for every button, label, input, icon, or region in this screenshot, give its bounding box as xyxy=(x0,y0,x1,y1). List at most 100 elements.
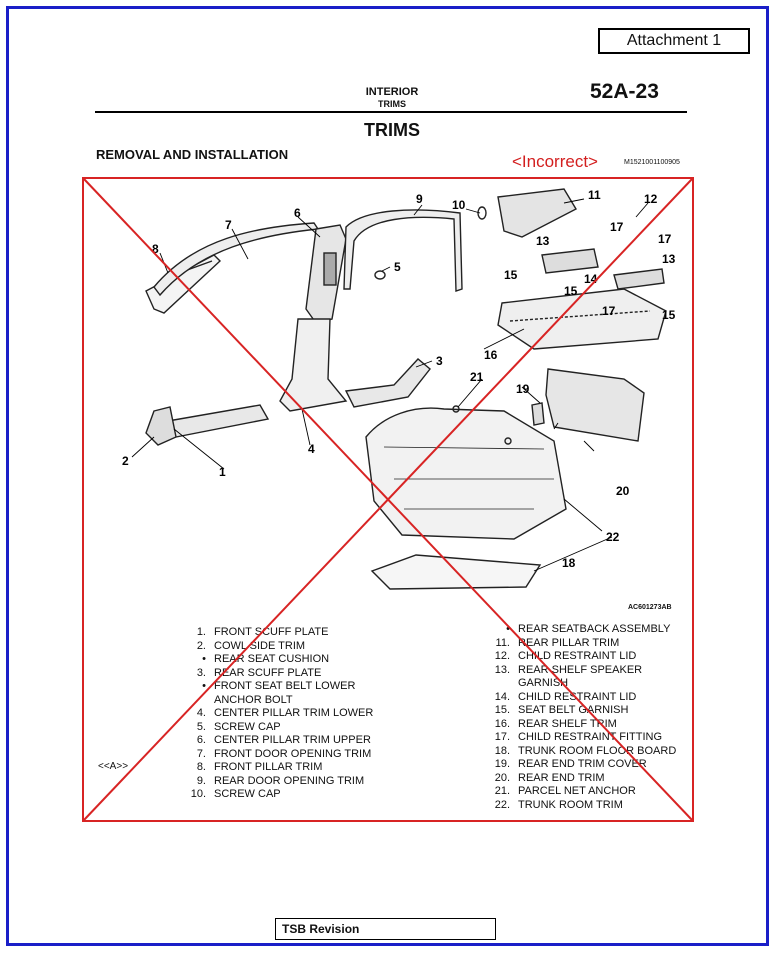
legend-number: 19. xyxy=(494,758,510,770)
legend-text: REAR SHELF TRIM xyxy=(518,717,617,730)
legend-number: 11. xyxy=(495,636,510,649)
legend-item: GARNISH xyxy=(486,677,706,691)
legend-number: 14. xyxy=(494,690,510,703)
legend-item: 8. FRONT PILLAR TRIM xyxy=(182,761,422,775)
legend-number: 10. xyxy=(190,788,206,800)
callout-3: 3 xyxy=(436,354,443,368)
callout-6: 6 xyxy=(294,206,301,220)
legend-number: 2. xyxy=(196,639,206,652)
legend-item: 7. FRONT DOOR OPENING TRIM xyxy=(182,748,422,762)
page-title: TRIMS xyxy=(364,120,420,140)
legend-text: REAR END TRIM COVER xyxy=(518,758,647,770)
legend-number: 1. xyxy=(196,626,206,638)
legend-text: TRUNK ROOM FLOOR BOARD xyxy=(518,744,677,757)
callout-2: 2 xyxy=(122,454,129,468)
callout-15c: 15 xyxy=(662,308,676,322)
legend-number: 9. xyxy=(196,774,206,787)
callout-20: 20 xyxy=(616,484,630,498)
legend-text: PARCEL NET ANCHOR xyxy=(518,785,636,797)
procedure-subtitle: REMOVAL AND INSTALLATION xyxy=(96,147,289,162)
legend-number: 16. xyxy=(494,717,510,730)
legend-item: 5. SCREW CAP xyxy=(182,721,422,735)
legend-item: 18.TRUNK ROOM FLOOR BOARD xyxy=(486,745,706,759)
legend-number: 8. xyxy=(196,761,206,773)
legend-number: 7. xyxy=(196,747,206,760)
callout-18: 18 xyxy=(562,556,576,570)
legend-item: 15.SEAT BELT GARNISH xyxy=(486,704,706,718)
legend-number xyxy=(486,677,518,691)
callout-17b: 17 xyxy=(658,232,672,246)
callout-16: 16 xyxy=(484,348,498,362)
legend-number: 15. xyxy=(494,704,510,716)
legend-number: 13. xyxy=(494,663,510,676)
section-line-1: INTERIOR xyxy=(365,86,419,98)
legend-number: • xyxy=(506,623,510,635)
legend-number: 4. xyxy=(196,707,206,719)
legend-item: 9. REAR DOOR OPENING TRIM xyxy=(182,775,422,789)
legend-number: 6. xyxy=(196,734,206,746)
legend-text: TRUNK ROOM TRIM xyxy=(518,798,623,811)
legend-item: 13.REAR SHELF SPEAKER xyxy=(486,664,706,678)
parts-drawing xyxy=(145,188,667,590)
legend-item: 10.SCREW CAP xyxy=(182,788,422,802)
legend-text: FRONT DOOR OPENING TRIM xyxy=(214,747,372,760)
trim-exploded-diagram: 1 2 3 4 5 6 7 8 9 10 11 12 13 13 14 15 1… xyxy=(122,188,676,590)
legend-text: CHILD RESTRAINT LID xyxy=(518,690,637,703)
reference-marker: <<A>> xyxy=(98,761,129,772)
legend-number: 3. xyxy=(196,666,206,679)
legend-number: 21. xyxy=(494,785,510,797)
legend-text: CHILD RESTRAINT FITTING xyxy=(518,731,663,743)
callout-9: 9 xyxy=(416,192,423,206)
section-line-2: TRIMS xyxy=(378,99,406,109)
legend-number: 22. xyxy=(494,798,510,811)
diagram-box xyxy=(82,177,694,822)
document-code: M1521001100905 xyxy=(624,159,680,166)
legend-number: • xyxy=(202,680,206,692)
legend-number xyxy=(182,694,214,708)
section-heading: INTERIOR TRIMS xyxy=(350,86,434,110)
figure-code: AC601273AB xyxy=(628,604,672,611)
legend-text: CHILD RESTRAINT LID xyxy=(518,650,637,662)
legend-text: SCREW CAP xyxy=(214,720,281,733)
legend-item: 12. CHILD RESTRAINT LID xyxy=(486,650,706,664)
legend-item: 11.REAR PILLAR TRIM xyxy=(486,637,706,651)
callout-12: 12 xyxy=(644,192,658,206)
legend-item: • REAR SEATBACK ASSEMBLY xyxy=(486,623,706,637)
callout-17c: 17 xyxy=(602,304,616,318)
legend-number: 12. xyxy=(494,650,510,662)
legend-text: REAR DOOR OPENING TRIM xyxy=(214,774,365,787)
callout-4: 4 xyxy=(308,442,315,456)
legend-text: FRONT SCUFF PLATE xyxy=(214,626,329,638)
legend-number: 5. xyxy=(196,720,206,733)
legend-text: REAR SEAT CUSHION xyxy=(214,653,330,665)
legend-item: 16. REAR SHELF TRIM xyxy=(486,718,706,732)
legend-item: 21. PARCEL NET ANCHOR xyxy=(486,785,706,799)
legend-left: 1. FRONT SCUFF PLATE 2. COWL SIDE TRIM • RE… xyxy=(182,626,422,802)
callout-11: 11 xyxy=(588,188,601,202)
callout-19: 19 xyxy=(516,382,530,396)
legend-text: COWL SIDE TRIM xyxy=(214,639,306,652)
legend-number: 20. xyxy=(494,771,510,784)
legend-text: CENTER PILLAR TRIM UPPER xyxy=(214,734,371,746)
callout-10: 10 xyxy=(452,198,466,212)
callout-7: 7 xyxy=(225,218,232,232)
legend-text: REAR SCUFF PLATE xyxy=(214,666,322,679)
legend-text: REAR SEATBACK ASSEMBLY xyxy=(518,623,671,635)
legend-number: 17. xyxy=(494,731,510,743)
legend-item: 1. FRONT SCUFF PLATE xyxy=(182,626,422,640)
callout-13a: 13 xyxy=(536,234,550,248)
legend-text: REAR END TRIM xyxy=(518,771,605,784)
callout-15a: 15 xyxy=(504,268,518,282)
legend-item: 14. CHILD RESTRAINT LID xyxy=(486,691,706,705)
legend-item: 20. REAR END TRIM xyxy=(486,772,706,786)
callout-5: 5 xyxy=(394,260,401,274)
legend-number: • xyxy=(202,653,206,665)
callout-1: 1 xyxy=(219,465,226,479)
legend-item: 4.CENTER PILLAR TRIM LOWER xyxy=(182,707,422,721)
legend-item: 2. COWL SIDE TRIM xyxy=(182,640,422,654)
legend-text: FRONT SEAT BELT LOWER xyxy=(214,680,356,692)
callout-15b: 15 xyxy=(564,284,578,298)
legend-item: 6. CENTER PILLAR TRIM UPPER xyxy=(182,734,422,748)
legend-text: FRONT PILLAR TRIM xyxy=(214,761,323,773)
legend-item: • REAR SEAT CUSHION xyxy=(182,653,422,667)
